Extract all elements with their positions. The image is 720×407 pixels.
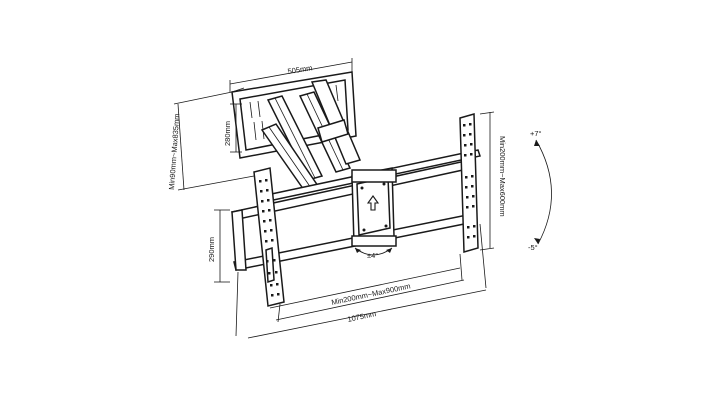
vertical-range-label: Min200mm~Max600mm xyxy=(498,136,507,217)
plate-height-label: 280mm xyxy=(223,121,232,146)
tilt-arc xyxy=(534,139,552,245)
plate-width-label: 505mm xyxy=(287,63,313,76)
up-arrow-icon xyxy=(366,195,380,211)
bracket-height-label: 290mm xyxy=(207,237,216,262)
rotation-label: ±4° xyxy=(367,251,378,260)
right-vertical-bracket xyxy=(459,113,479,253)
overall-width-label: 1075mm xyxy=(347,309,377,324)
left-vertical-bracket xyxy=(253,167,285,307)
rotation-arc xyxy=(354,247,393,256)
dimension-lines xyxy=(173,58,495,339)
tilt-down-label: -5° xyxy=(528,243,538,252)
arm-vertical-label: Min90mm~Max835mm xyxy=(167,113,181,190)
tilt-up-label: +7° xyxy=(530,129,542,138)
